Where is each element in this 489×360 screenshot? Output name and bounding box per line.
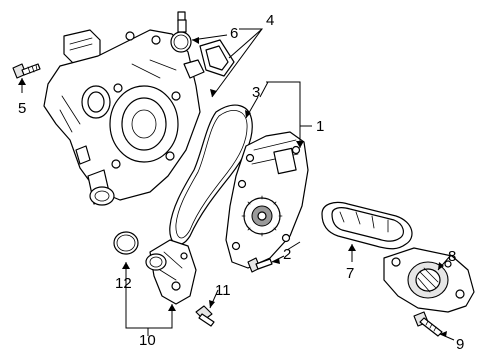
o-ring-part-12 [113, 231, 139, 255]
callout-10: 10 [139, 332, 156, 349]
callout-9: 9 [456, 336, 464, 353]
callout-12: 12 [115, 275, 132, 292]
o-ring-part-3 [169, 104, 253, 246]
outlet-flange-part-10 [145, 239, 197, 305]
leader-arrowheads [18, 37, 447, 337]
callout-4: 4 [266, 12, 274, 29]
callout-1: 1 [316, 118, 324, 135]
pulley-cover-part-8 [383, 247, 475, 313]
callout-2: 2 [283, 246, 291, 263]
drive-belt-part-7 [321, 201, 413, 250]
water-pump-part-1 [225, 131, 309, 269]
bolt-part-2 [247, 257, 273, 273]
callout-6: 6 [230, 25, 238, 42]
clamp-part-6 [170, 11, 192, 53]
callout-11: 11 [215, 282, 231, 299]
bolt-part-5 [12, 63, 41, 79]
callout-3: 3 [252, 84, 260, 101]
pump-housing-assembly [43, 29, 205, 206]
bolt-part-11 [195, 305, 215, 327]
gasket-part-6 [199, 39, 235, 77]
callout-5: 5 [18, 100, 26, 117]
callout-7: 7 [346, 265, 354, 282]
callout-8: 8 [448, 248, 456, 265]
bolt-part-9 [413, 311, 443, 337]
